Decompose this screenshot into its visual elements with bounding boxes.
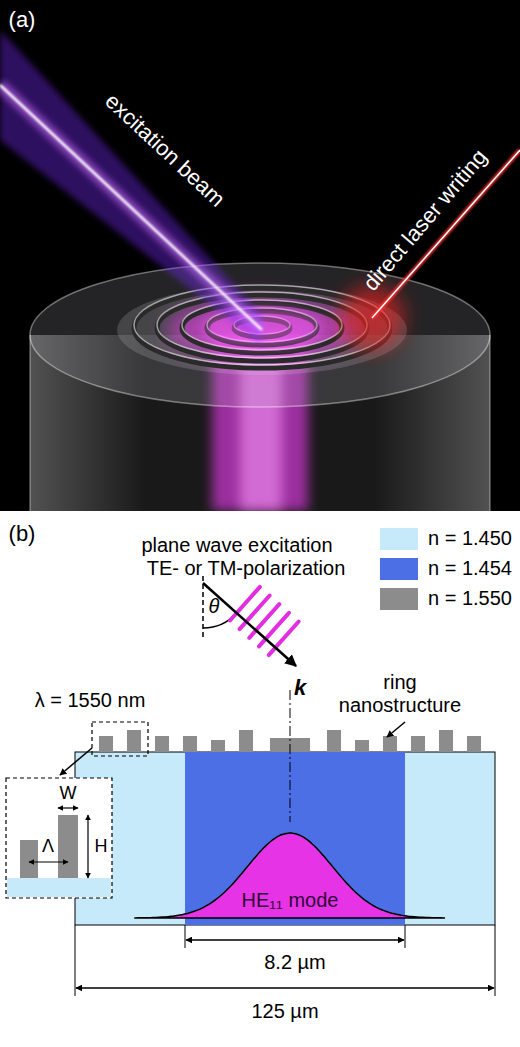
wavevector-symbol: k [294,675,306,700]
panel-label: (b) [9,521,36,546]
panel-label: (a) [9,7,36,32]
legend-entry: n = 1.450 [380,527,512,550]
structure-label: ring nanostructure [339,671,461,717]
mode-label: HE₁₁ mode [242,889,339,912]
legend-swatch [380,588,418,610]
dimension-symbol: Λ [42,836,54,857]
legend-entry: n = 1.454 [380,557,512,580]
angle-symbol: θ [209,595,220,618]
dimension-label: 125 µm [251,1000,318,1023]
beam-label: excitation beam [100,88,230,212]
dimension-label: 8.2 µm [264,951,326,974]
dimension-symbol: H [95,836,108,857]
wavelength-label: λ = 1550 nm [35,689,146,712]
excitation-label: plane wave excitation [141,534,332,557]
legend-text: n = 1.454 [428,557,512,580]
legend-text: n = 1.450 [428,527,512,550]
polarization-label: TE- or TM-polarization [147,557,346,580]
legend-text: n = 1.550 [428,587,512,610]
legend-swatch [380,558,418,580]
legend-swatch [380,528,418,550]
dimension-symbol: W [60,783,77,804]
legend-entry: n = 1.550 [380,587,512,610]
beam-label: direct laser writing [358,144,492,295]
